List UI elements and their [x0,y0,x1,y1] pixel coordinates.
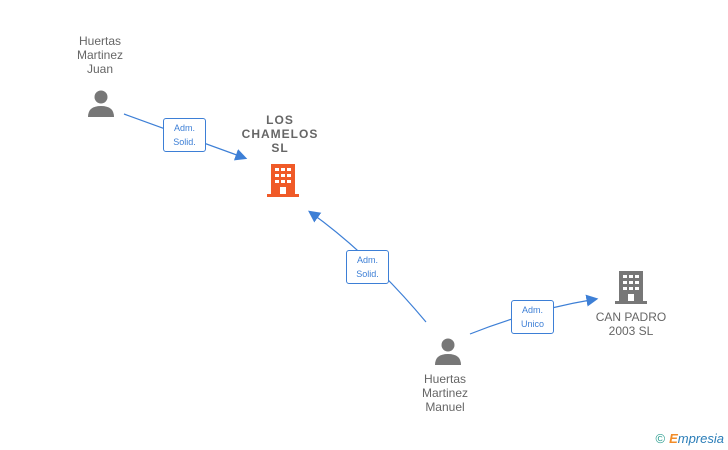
building-icon[interactable] [267,163,299,197]
company-name-chamelos[interactable]: LOS CHAMELOS SL [241,113,319,155]
footer-brand: ©Empresia [655,431,724,446]
empresia-logo-initial: E [669,431,678,446]
copyright-symbol: © [655,431,666,446]
person-icon[interactable] [433,336,463,366]
empresia-logo-text: mpresia [677,431,724,446]
edge-label-juan-chamelos[interactable]: Adm. Solid. [163,118,206,152]
edge-label-manuel-can-padro[interactable]: Adm. Unico [511,300,554,334]
person-name-juan[interactable]: Huertas Martinez Juan [76,34,123,76]
person-name-manuel[interactable]: Huertas Martinez Manuel [421,372,468,414]
company-name-can-padro[interactable]: CAN PADRO 2003 SL [595,310,667,338]
person-icon[interactable] [86,88,116,118]
edge-label-manuel-chamelos[interactable]: Adm. Solid. [346,250,389,284]
building-icon[interactable] [615,270,647,304]
